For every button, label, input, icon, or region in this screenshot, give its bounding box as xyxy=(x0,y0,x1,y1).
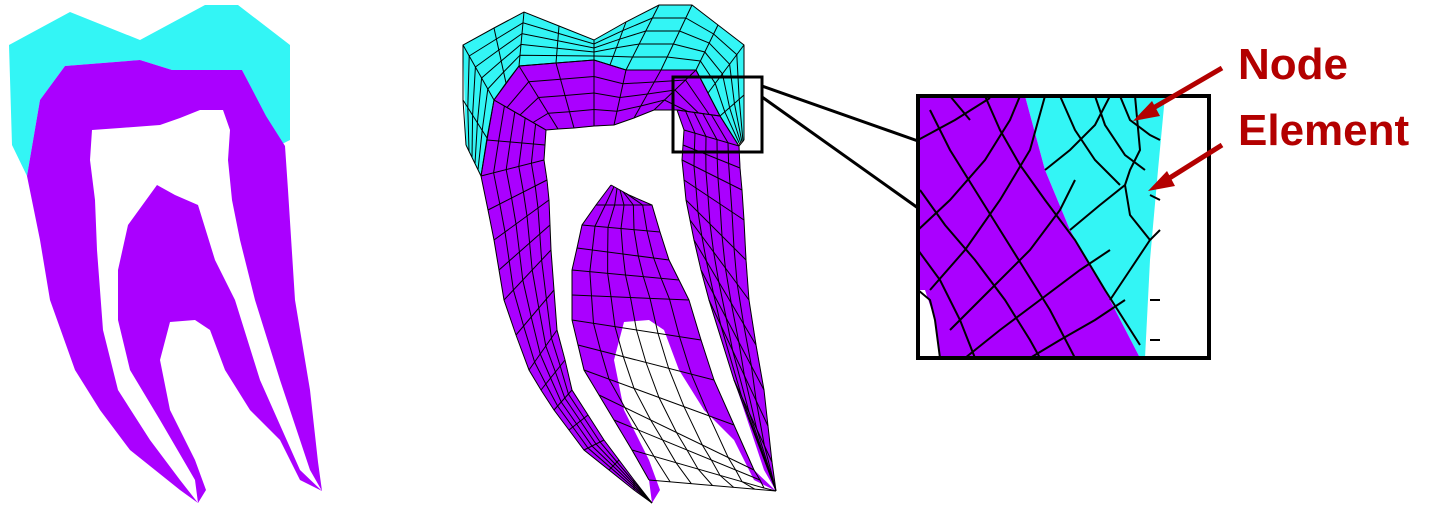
node-label: Node xyxy=(1238,40,1348,89)
meshed-tooth-model xyxy=(463,5,776,503)
element-label: Element xyxy=(1238,106,1410,155)
plain-tooth-model xyxy=(9,5,322,503)
zoomed-mesh-inset xyxy=(918,96,1209,358)
